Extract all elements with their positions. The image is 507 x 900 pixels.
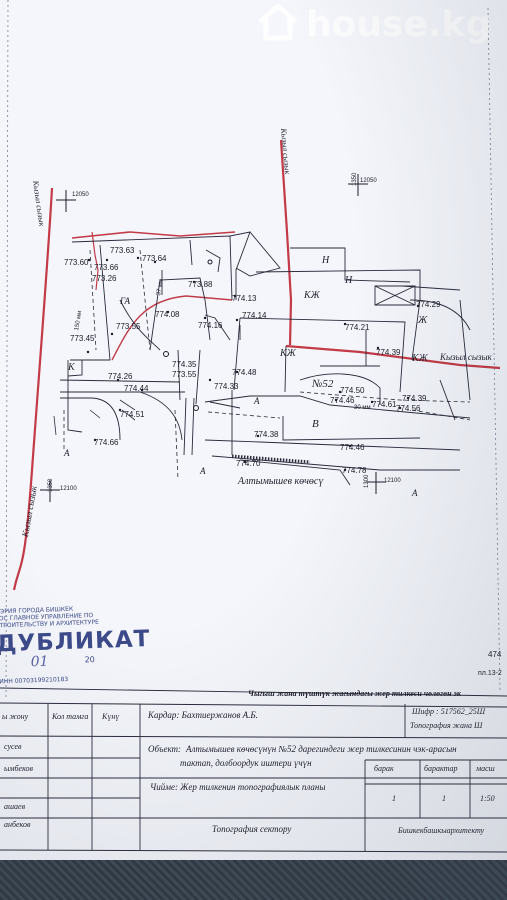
elevation-label: 774.50 — [340, 386, 365, 395]
elevation-label: 773.55 — [116, 322, 141, 331]
elevation-label: 773.45 — [70, 334, 95, 343]
organization-name: Бишкекбашкыархитекту — [398, 826, 485, 835]
stamp-title: ДУБЛИКАТ — [0, 626, 151, 658]
map-letter: Ж — [418, 315, 428, 326]
grid-label: 1300 — [364, 474, 370, 488]
street-name: Алтымышев көчөсү — [238, 476, 324, 487]
sheet-value: 1 — [392, 794, 396, 803]
elevation-label: 774.44 — [124, 384, 149, 393]
map-letter: КЖ — [280, 348, 296, 359]
elevation-label: 774.21 — [345, 323, 370, 332]
sector-name: Топография сектору — [212, 824, 292, 834]
elevation-label: 774.13 — [232, 294, 257, 303]
width-mark: 30 мм — [354, 405, 371, 411]
elevation-label: 774.29 — [416, 300, 441, 309]
table-header: Кол тамга — [52, 712, 89, 721]
map-letter: Н — [322, 255, 330, 266]
map-letter: А — [254, 396, 260, 406]
elevation-label: 773.55 — [172, 370, 197, 379]
column-header: масш — [476, 764, 495, 773]
map-letter: А — [200, 466, 206, 476]
elevation-label: 773.26 — [92, 274, 117, 283]
elevation-label: 773.60 — [64, 258, 89, 267]
elevation-label: 774.14 — [242, 311, 267, 320]
elevation-label: 774.70 — [236, 459, 261, 468]
signer-name: ашаев — [4, 802, 26, 811]
map-letter: Н — [345, 275, 353, 286]
elevation-label: 774.38 — [254, 430, 279, 439]
elevation-label: 773.66 — [94, 263, 119, 272]
elevation-label: 774.66 — [94, 438, 119, 447]
plot-number: №52 — [312, 378, 334, 390]
elevation-label: 773.64 — [142, 254, 167, 263]
customer-label: Кардар: Бахтиержанов А.Б. — [148, 710, 258, 720]
map-letter: К — [68, 362, 75, 373]
sheet-corner-sub: пл.13-2 — [478, 670, 502, 677]
stamp-year: 20 — [84, 655, 95, 665]
sheet-corner-number: 474 — [488, 650, 502, 659]
elevation-label: 774.78 — [342, 466, 367, 475]
object-text-continued: тактап, долбоордук иштери үчүн — [180, 758, 312, 768]
survey-type: Топография жана Ш — [410, 721, 483, 730]
column-header: барактар — [424, 764, 458, 773]
grid-label: 1350 — [48, 478, 54, 492]
grid-label: 12050 — [72, 192, 89, 198]
grid-label: 1350 — [352, 172, 358, 186]
elevation-label: 774.39 — [376, 348, 401, 357]
elevation-label: 774.51 — [120, 410, 145, 419]
map-letter: КЖ — [304, 290, 320, 301]
house-logo-icon — [258, 3, 298, 41]
table-header: Күнү — [102, 712, 120, 721]
red-line-north — [71, 231, 236, 239]
map-letter: КЖ — [412, 353, 428, 364]
red-line-curve — [111, 295, 233, 361]
signer-name: ымбеков — [4, 764, 34, 773]
object-label: Объект: — [148, 744, 182, 754]
elevation-label: 774.46 — [330, 396, 355, 405]
elevation-label: 774.33 — [214, 382, 239, 391]
watermark-brand: house.kg — [306, 4, 492, 45]
sheet-heading: Чыгыш жана түштүк жагындагы жер тилкеси … — [248, 689, 461, 698]
elevation-label: 774.39 — [402, 394, 427, 403]
elevation-label: 774.46 — [340, 443, 365, 452]
scale-value: 1:50 — [480, 794, 495, 803]
elevation-label: 774.61 — [372, 400, 397, 409]
signer-name: анбеков — [4, 820, 31, 829]
elevation-label: 773.88 — [188, 280, 213, 289]
map-letter: А — [412, 488, 418, 498]
red-line-left — [12, 187, 54, 591]
duplicate-stamp: МЭРИЯ ГОРОДА БИШКЕК ГОС ГЛАВНОЕ УПРАВЛЕН… — [0, 604, 151, 686]
fabric-background — [0, 860, 507, 900]
elevation-label: 774.35 — [172, 360, 197, 369]
column-header: барак — [374, 764, 394, 773]
red-line-label-right: Кызыл сызык — [440, 352, 492, 362]
drawing-label: Чийме: Жер тилкенин топографиялык планы — [150, 782, 326, 792]
red-line-top — [279, 139, 293, 346]
grid-label: 12050 — [360, 178, 377, 184]
map-letter: В — [312, 418, 319, 430]
elevation-label: 774.26 — [108, 372, 133, 381]
map-letter: А — [64, 448, 70, 458]
elevation-label: 774.48 — [232, 368, 257, 377]
elevation-label: 773.63 — [110, 246, 135, 255]
grid-label: 12100 — [384, 478, 401, 484]
red-line-right — [285, 344, 501, 370]
sheet-value: 1 — [442, 794, 446, 803]
grid-label: 12100 — [60, 486, 77, 492]
signer-name: сусев — [4, 742, 22, 751]
elevation-label: 774.08 — [155, 310, 180, 319]
project-code: Шифр : 517562_25Ш — [412, 707, 486, 716]
object-text: Алтымышев көчөсүнүн №52 дарегиндеги жер … — [186, 744, 457, 754]
stamp-number: 01 — [30, 653, 49, 671]
table-header: ы жону — [2, 712, 29, 721]
elevation-label: 774.16 — [198, 321, 223, 330]
elevation-label: 774.56 — [396, 404, 421, 413]
map-letter: ГА — [120, 296, 130, 306]
